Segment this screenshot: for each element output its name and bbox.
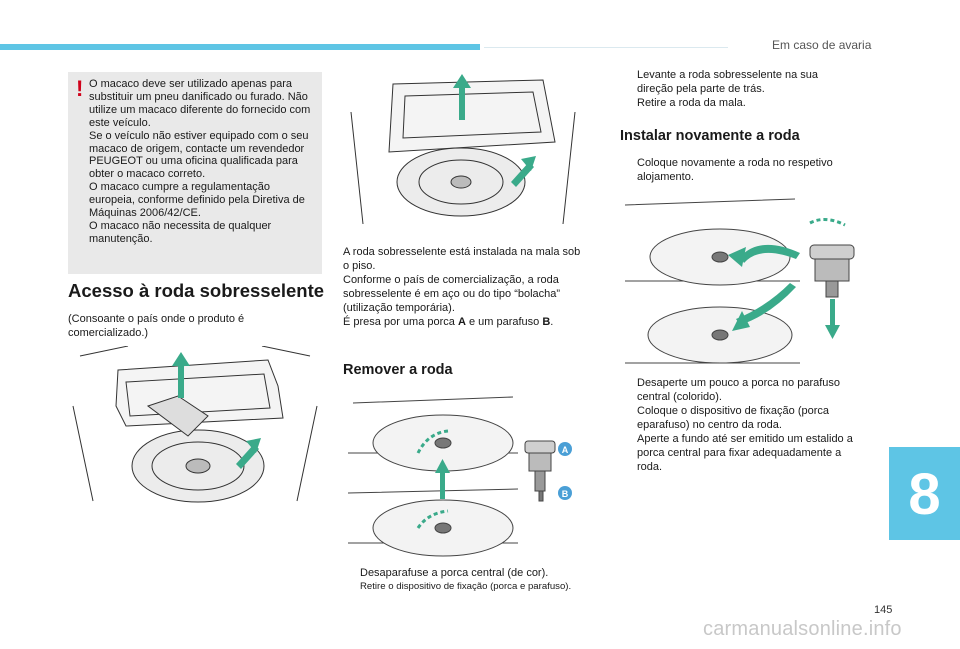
list-item: Levante a roda sobresselente na sua dire… xyxy=(620,68,856,96)
section-title: Em caso de avaria xyxy=(772,38,872,52)
info-paragraph: A roda sobresselente está instalada na m… xyxy=(343,246,581,272)
warning-text: O macaco deve ser utilizado apenas para … xyxy=(89,78,315,246)
heading-install-wheel: Instalar novamente a roda xyxy=(620,128,800,144)
install-steps-bottom: Desaperte um pouco a porca no parafuso c… xyxy=(620,376,860,474)
step-text: Aperte a fundo até ser emitido um estali… xyxy=(637,433,853,473)
illustration-trunk-lift xyxy=(343,72,583,226)
label-a: A xyxy=(457,316,466,328)
callout-b: B xyxy=(562,489,569,499)
info-fixing: É presa por uma porca A e um parafuso B. xyxy=(343,315,583,329)
trunk-access-drawing xyxy=(72,346,318,503)
step-text: Retire o dispositivo de fixação (porca e… xyxy=(360,581,572,592)
lift-steps: Levante a roda sobresselente na sua dire… xyxy=(620,68,856,110)
access-intro: (Consoante o país onde o produto é comer… xyxy=(68,312,318,340)
list-item: Aperte a fundo até ser emitido um estali… xyxy=(620,432,860,474)
step-text: Desaperte um pouco a porca no parafuso c… xyxy=(637,377,841,403)
heading-access-spare-wheel: Acesso à roda sobresselente xyxy=(68,280,325,301)
warning-box: ! O macaco deve ser utilizado apenas par… xyxy=(68,72,322,274)
warning-icon: ! xyxy=(76,76,84,101)
info-paragraph: Conforme o país de comercialização, a ro… xyxy=(343,274,561,314)
step-text: Retire a roda da mala. xyxy=(637,97,746,109)
step-text: Levante a roda sobresselente na sua dire… xyxy=(637,69,819,95)
fixing-text: . xyxy=(550,316,554,328)
spare-wheel-info: A roda sobresselente está instalada na m… xyxy=(343,245,583,329)
illustration-install-wheel xyxy=(620,195,860,365)
warning-paragraph: O macaco cumpre a regulamentação europei… xyxy=(89,181,305,220)
fixing-text: e um parafuso xyxy=(465,316,543,328)
chapter-tab: 8 xyxy=(889,447,960,540)
step-text: Coloque novamente a roda no respetivo al… xyxy=(637,157,833,183)
access-intro-text: (Consoante o país onde o produto é comer… xyxy=(68,313,245,339)
install-wheel-drawing xyxy=(624,198,855,364)
callout-a: A xyxy=(562,445,569,455)
fixing-text: É presa por uma porca xyxy=(343,316,458,328)
list-item: Coloque novamente a roda no respetivo al… xyxy=(620,156,856,184)
illustration-remove-wheel: A B xyxy=(343,393,583,561)
watermark: carmanualsonline.info xyxy=(703,618,902,640)
trunk-lift-drawing xyxy=(350,74,576,225)
label-b: B xyxy=(542,316,551,328)
list-item: Retire a roda da mala. xyxy=(620,96,856,110)
illustration-trunk-access xyxy=(68,346,322,504)
step-text: Coloque o dispositivo de fixação (porca … xyxy=(637,405,830,431)
header-accent-bar xyxy=(0,44,480,50)
remove-steps: Desaparafuse a porca central (de cor). R… xyxy=(343,566,593,594)
header-rule xyxy=(484,47,728,48)
warning-paragraph: O macaco deve ser utilizado apenas para … xyxy=(89,78,311,129)
warning-paragraph: Se o veículo não estiver equipado com o … xyxy=(89,129,309,181)
warning-paragraph: O macaco não necessita de qualquer manut… xyxy=(89,219,272,245)
list-item: Desaperte um pouco a porca no parafuso c… xyxy=(620,376,860,404)
install-steps-top: Coloque novamente a roda no respetivo al… xyxy=(620,156,856,184)
list-item: Retire o dispositivo de fixação (porca e… xyxy=(343,580,593,594)
chapter-number: 8 xyxy=(908,462,941,527)
step-text: Desaparafuse a porca central (de cor). xyxy=(360,567,549,579)
page-number: 145 xyxy=(874,604,893,616)
list-item: Coloque o dispositivo de fixação (porca … xyxy=(620,404,860,432)
remove-wheel-drawing: A B xyxy=(347,396,572,557)
list-item: Desaparafuse a porca central (de cor). xyxy=(343,566,593,580)
heading-remove-wheel: Remover a roda xyxy=(343,362,453,378)
